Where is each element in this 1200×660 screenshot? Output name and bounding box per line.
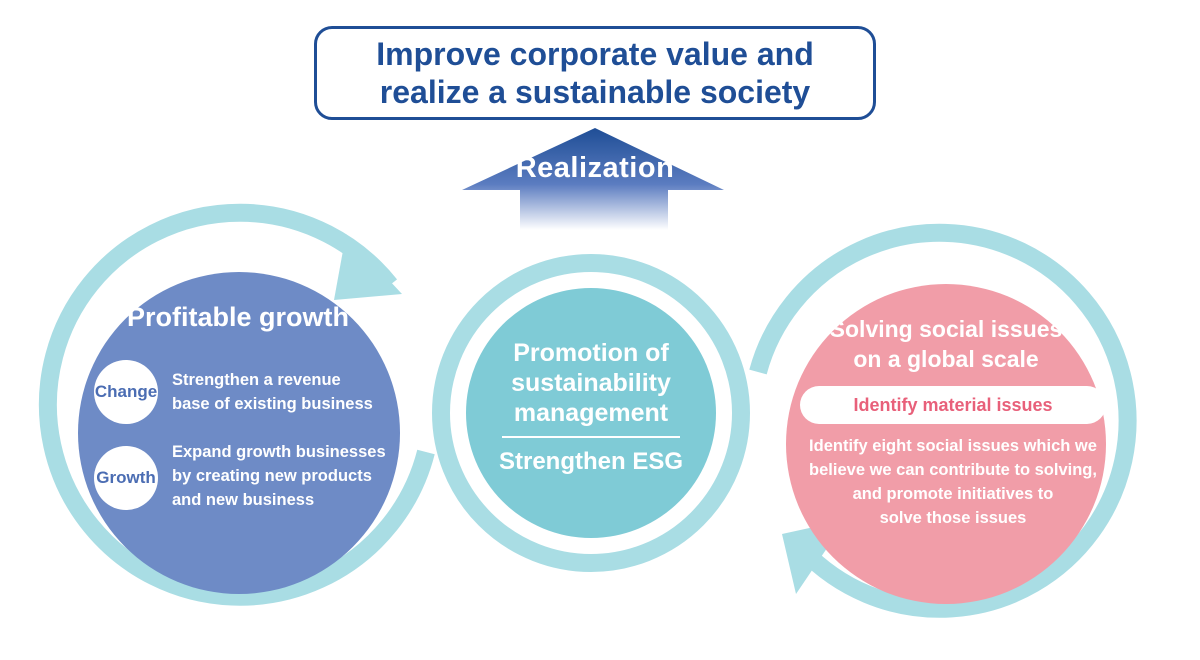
middle-cycle-ring [432, 254, 750, 572]
sustainability-circle [466, 288, 716, 538]
sustainability-title: Promotion of sustainability management [476, 338, 706, 428]
growth-description: Expand growth businesses by creating new… [172, 440, 386, 512]
description-line: base of existing business [172, 395, 373, 413]
left-cycle-ring [38, 203, 435, 606]
goal-title: Improve corporate value and realize a su… [376, 35, 813, 111]
description-line: Expand growth businesses [172, 443, 386, 461]
description-line: and promote initiatives to [852, 485, 1054, 503]
realization-label: Realization [515, 152, 675, 184]
title-line: sustainability [511, 369, 671, 397]
social-issues-description: Identify eight social issues which we be… [800, 434, 1106, 530]
goal-line: Improve corporate value and [376, 36, 814, 72]
social-issues-circle [786, 284, 1106, 604]
social-issues-title: Solving social issues on a global scale [806, 314, 1086, 374]
material-issues-pill: Identify material issues [800, 386, 1106, 424]
sustainability-divider [502, 436, 680, 438]
goal-box: Improve corporate value and realize a su… [314, 26, 876, 120]
profitable-growth-circle [78, 272, 400, 594]
title-line: on a global scale [853, 346, 1039, 372]
description-line: by creating new products [172, 467, 372, 485]
profitable-growth-title: Profitable growth [127, 302, 349, 332]
left-ring-arrowhead-icon [334, 234, 402, 300]
title-line: Promotion of [513, 339, 669, 367]
goal-line: realize a sustainable society [379, 74, 811, 110]
change-badge: Change [94, 360, 158, 424]
description-line: Identify eight social issues which we [809, 437, 1097, 455]
description-line: believe we can contribute to solving, [809, 461, 1097, 479]
description-line: Strengthen a revenue [172, 371, 341, 389]
realization-arrow-icon [462, 128, 724, 230]
change-description: Strengthen a revenue base of existing bu… [172, 368, 373, 416]
description-line: and new business [172, 491, 315, 509]
growth-badge: Growth [94, 446, 158, 510]
description-line: solve those issues [879, 509, 1027, 527]
right-cycle-ring [749, 223, 1137, 618]
title-line: management [513, 399, 669, 427]
title-line: Solving social issues [829, 316, 1063, 342]
strengthen-esg-label: Strengthen ESG [498, 448, 684, 475]
